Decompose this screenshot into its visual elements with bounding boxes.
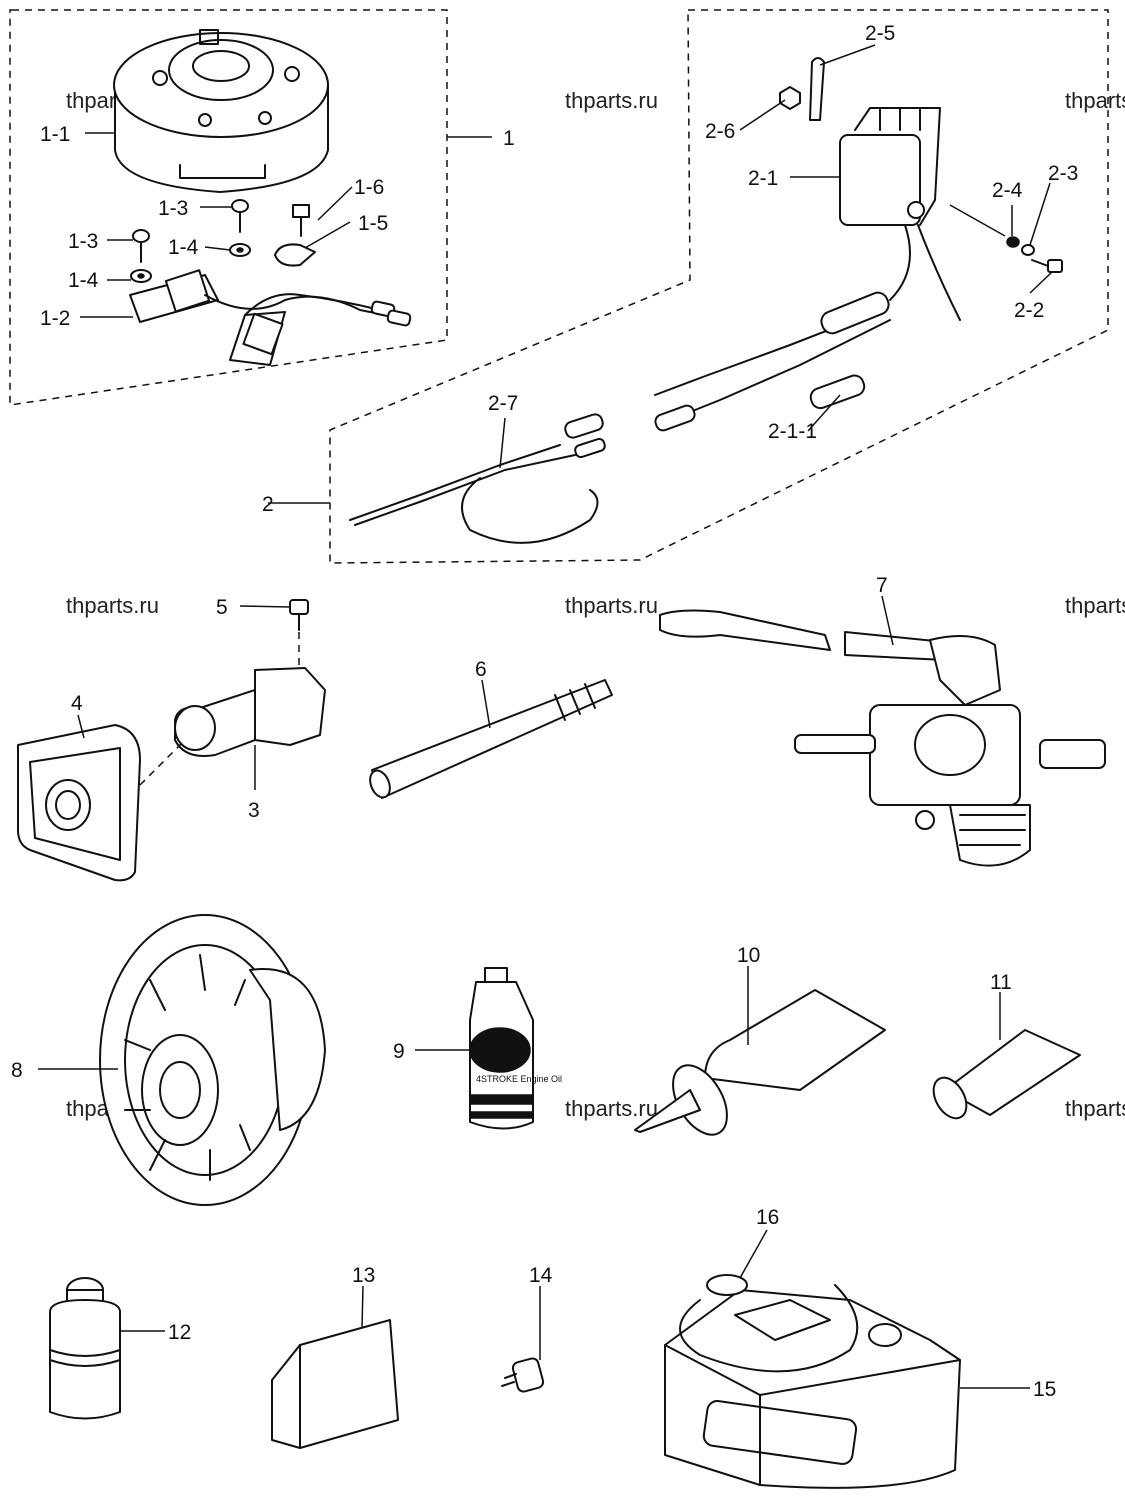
bolt-2-2[interactable] [1031, 259, 1063, 273]
bolt-1-6[interactable] [292, 204, 310, 237]
remote-control-7[interactable] [659, 609, 1106, 867]
callout-4: 4 [71, 692, 83, 715]
callout-2-6: 2-6 [705, 120, 735, 143]
callout-2-4: 2-4 [992, 179, 1023, 202]
callout-1-3-left: 1-3 [68, 230, 98, 253]
grip-rod-6[interactable] [366, 679, 613, 800]
callout-6: 6 [475, 658, 487, 681]
callout-1-4-right: 1-4 [168, 236, 199, 259]
envelope-13[interactable] [271, 1319, 399, 1449]
callout-2-7: 2-7 [488, 392, 518, 415]
callout-2-1-1: 2-1-1 [768, 420, 817, 443]
watermark: thparts.ru [66, 593, 159, 618]
callout-2-5: 2-5 [865, 22, 895, 45]
callout-1-6: 1-6 [354, 176, 384, 199]
callout-2-2: 2-2 [1014, 299, 1044, 322]
screw-5[interactable] [289, 599, 309, 670]
callout-7: 7 [876, 574, 888, 597]
starter-pulley-8[interactable] [99, 914, 326, 1206]
small-tube-11[interactable] [927, 1029, 1081, 1124]
screw-1-3-right[interactable] [231, 199, 249, 233]
callout-12: 12 [168, 1321, 191, 1344]
callout-1-1: 1-1 [40, 123, 70, 146]
callout-10: 10 [737, 944, 760, 967]
charge-coil-1-2[interactable] [129, 269, 412, 366]
callout-5: 5 [216, 596, 228, 619]
cover-plate-4[interactable] [17, 724, 141, 882]
callout-3: 3 [248, 799, 260, 822]
callout-1-3-right: 1-3 [158, 197, 188, 220]
callout-2: 2 [262, 493, 274, 516]
flywheel-part[interactable] [113, 29, 329, 193]
callout-11: 11 [990, 971, 1012, 994]
assembly-line-3-4 [139, 739, 186, 786]
fuel-cap-16[interactable] [706, 1274, 748, 1296]
callout-1-2: 1-2 [40, 307, 70, 330]
grease-tube-10[interactable] [634, 989, 886, 1144]
fitting-14[interactable] [501, 1357, 545, 1393]
watermark: thparts.ru [1065, 88, 1125, 113]
washer-2-3[interactable] [1021, 244, 1035, 256]
callout-13: 13 [352, 1264, 375, 1287]
oil-can-label: 4STROKE Engine Oil [476, 1074, 562, 1084]
wire-harness-2-7[interactable] [349, 413, 606, 544]
callout-8: 8 [11, 1059, 23, 1082]
fuel-tank-15[interactable] [664, 1284, 961, 1489]
oil-bottle-9[interactable]: 4STROKE Engine Oil [469, 967, 562, 1130]
group-1-dashed-box [9, 9, 448, 406]
callout-1-5: 1-5 [358, 212, 388, 235]
washer-2-4[interactable] [1006, 236, 1020, 248]
callout-1: 1 [503, 127, 515, 150]
watermark: thparts.ru [565, 88, 658, 113]
callout-1-4-left: 1-4 [68, 269, 99, 292]
watermark: thparts.ru [1065, 1096, 1125, 1121]
washer-1-4-left[interactable] [130, 269, 152, 283]
watermark: thparts.ru [1065, 593, 1125, 618]
group-2-dashed-box [329, 9, 1109, 564]
callout-2-3: 2-3 [1048, 162, 1078, 185]
rectifier-regulator-2-1[interactable] [839, 107, 961, 321]
washer-1-4-right[interactable] [229, 243, 251, 257]
watermark: thparts.ru [565, 593, 658, 618]
bracket-2-5[interactable] [809, 57, 825, 121]
fuse-holder-2-1-1[interactable] [653, 290, 891, 433]
bottle-12[interactable] [49, 1277, 121, 1420]
callout-16: 16 [756, 1206, 779, 1229]
kill-switch-3[interactable] [174, 667, 326, 757]
callout-9: 9 [393, 1040, 405, 1063]
nut-2-6[interactable] [779, 86, 801, 110]
screw-1-3-left[interactable] [132, 229, 150, 263]
callout-2-1: 2-1 [748, 167, 778, 190]
callout-14: 14 [529, 1264, 553, 1287]
clamp-1-5[interactable] [274, 243, 316, 267]
callout-15: 15 [1033, 1378, 1056, 1401]
watermark: thparts.ru [565, 1096, 658, 1121]
